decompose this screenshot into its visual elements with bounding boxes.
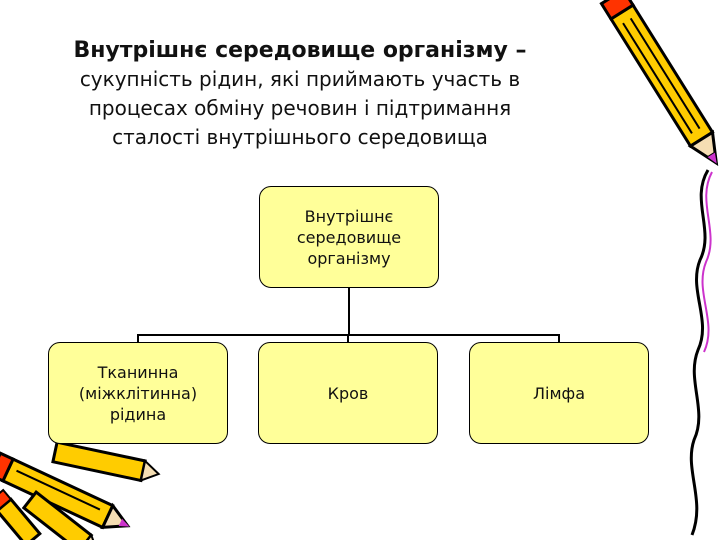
connector-vertical-child — [137, 334, 139, 343]
node-label: Кров — [327, 383, 369, 403]
pencil-icon — [599, 0, 719, 166]
node-label: середовище — [296, 227, 402, 247]
child-node-tissue-fluid: Тканинна (міжклітинна) рідина — [48, 342, 228, 444]
connector-vertical-root — [348, 288, 350, 335]
pencil-icon — [0, 451, 131, 530]
definition-line: сталості внутрішнього середовища — [112, 125, 488, 149]
child-node-lymph: Лімфа — [469, 342, 649, 444]
node-label: Тканинна — [97, 362, 179, 382]
definition-line: сукупність рідин, які приймають участь в — [79, 67, 521, 91]
connector-vertical-child — [347, 334, 349, 343]
node-label: (міжклітинна) — [78, 383, 198, 403]
node-label: Лімфа — [532, 383, 586, 403]
child-node-blood: Кров — [258, 342, 438, 444]
definition-line: процесах обміну речовин і підтримання — [88, 96, 512, 120]
node-label: Внутрішнє — [304, 206, 394, 226]
pencil-icon — [21, 490, 100, 540]
definition-text: Внутрішнє середовище організму – сукупні… — [20, 36, 580, 152]
definition-term: Внутрішнє середовище організму – — [73, 38, 527, 63]
node-label: рідина — [109, 404, 167, 424]
pencil-icon — [0, 488, 42, 540]
wavy-border-line — [689, 169, 710, 536]
pencil-icon — [51, 440, 161, 483]
node-label: організму — [307, 248, 391, 268]
root-node: Внутрішнє середовище організму — [259, 186, 439, 288]
connector-vertical-child — [558, 334, 560, 343]
